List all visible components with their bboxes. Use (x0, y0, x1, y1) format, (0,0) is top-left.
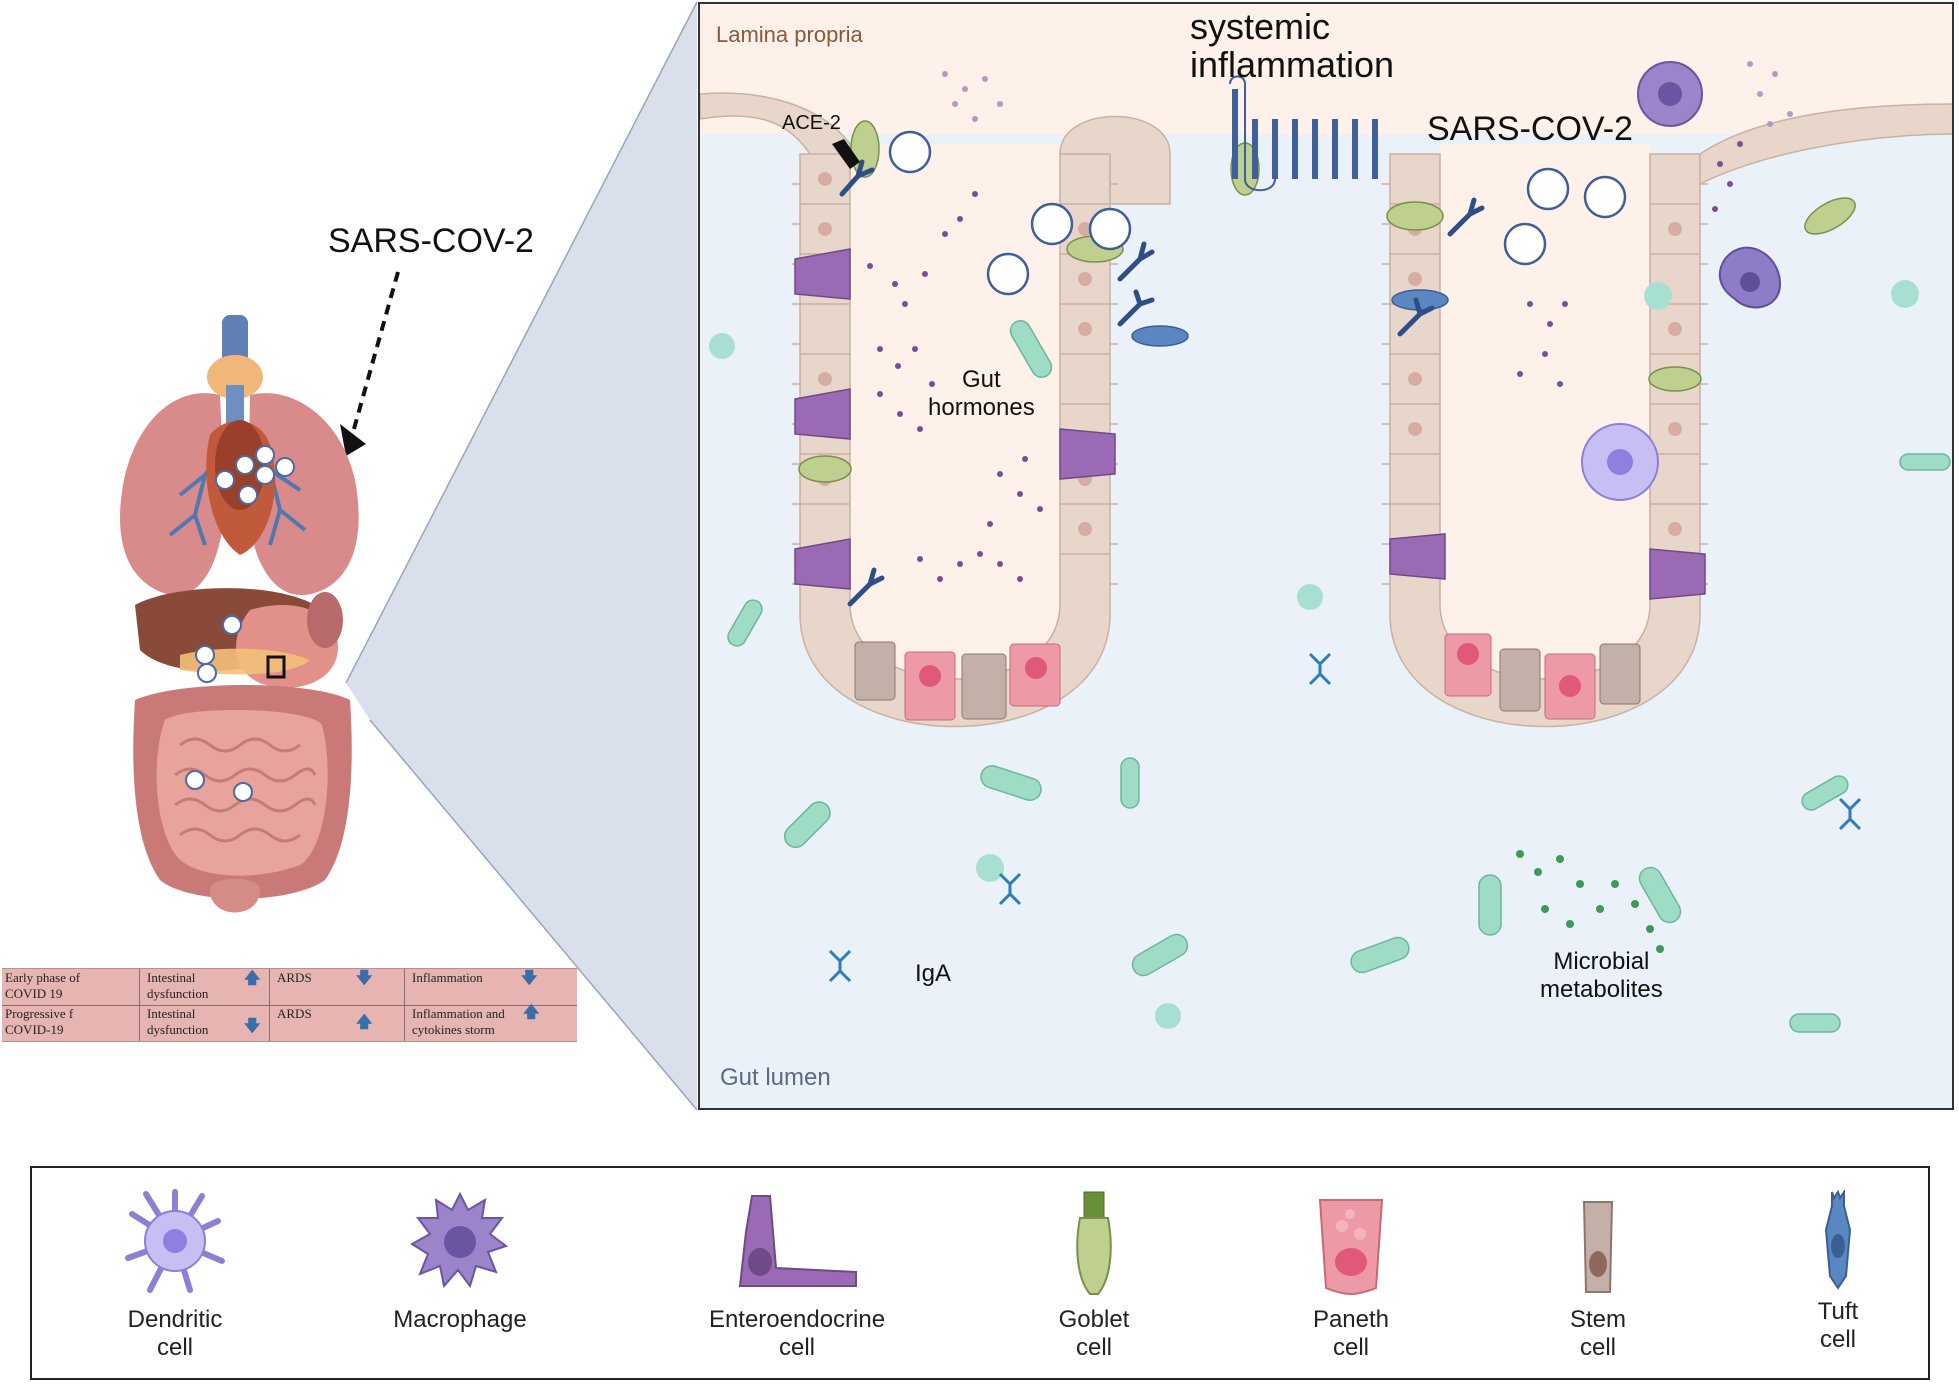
zoom-cone (345, 1, 698, 1111)
legend-label-goblet: Goblet cell (1058, 1306, 1130, 1361)
systemic-inflammation-title: systemic inflammation (1190, 6, 1395, 85)
down-arrow-icon: 🡇 (356, 970, 373, 987)
paneth-cell-icon (1318, 1199, 1384, 1295)
left-panel: SARS-COV-2 (0, 0, 580, 1060)
up-arrow-icon: 🡅 (523, 1004, 540, 1021)
intestinal-villi-illustration (700, 4, 1952, 1033)
gut-hormones-label: Gut hormones (928, 366, 1035, 421)
legend-label-macrophage: Macrophage (393, 1306, 527, 1333)
up-arrow-icon: 🡅 (356, 1014, 373, 1031)
legend-label-dendritic: Dendritic cell (127, 1306, 223, 1361)
macrophage-icon (410, 1191, 509, 1289)
stem-cell-icon (1582, 1201, 1614, 1293)
legend-label-enteroendocrine: Enteroendocrine cell (708, 1306, 886, 1361)
up-arrow-icon: 🡅 (244, 970, 261, 987)
table-row: Progressive f COVID-19 Intestinal dysfun… (2, 1005, 577, 1041)
sars-cov-2-label: SARS-COV-2 (1427, 110, 1633, 148)
legend-label-tuft: Tuft cell (1817, 1298, 1859, 1353)
arrow-down-icon (340, 271, 400, 456)
goblet-cell-icon (1076, 1191, 1112, 1295)
human-organs-illustration (120, 315, 359, 913)
enteroendocrine-cell-icon (738, 1195, 857, 1287)
gut-panel: Lamina propria systemic inflammation SAR… (698, 2, 1954, 1110)
tuft-cell-icon (1824, 1190, 1852, 1290)
down-arrow-icon: 🡇 (244, 1018, 261, 1035)
sars-cov-2-label: SARS-COV-2 (328, 222, 534, 260)
legend-label-paneth: Paneth cell (1312, 1306, 1390, 1361)
iga-label: IgA (915, 960, 952, 987)
lamina-propria-label: Lamina propria (716, 22, 863, 47)
legend: Dendritic cell Macrophage Enteroendocrin… (30, 1166, 1930, 1380)
covid-phase-table: Early phase of COVID 19 Intestinal dysfu… (2, 968, 577, 1042)
microbial-metabolites-label: Microbial metabolites (1540, 948, 1663, 1003)
dendritic-cell-icon (125, 1189, 225, 1293)
ace2-label: ACE-2 (782, 112, 841, 134)
gut-lumen-label: Gut lumen (720, 1064, 831, 1091)
legend-label-stem: Stem cell (1569, 1306, 1626, 1361)
table-row: Early phase of COVID 19 Intestinal dysfu… (2, 969, 577, 1006)
down-arrow-icon: 🡇 (521, 970, 538, 987)
